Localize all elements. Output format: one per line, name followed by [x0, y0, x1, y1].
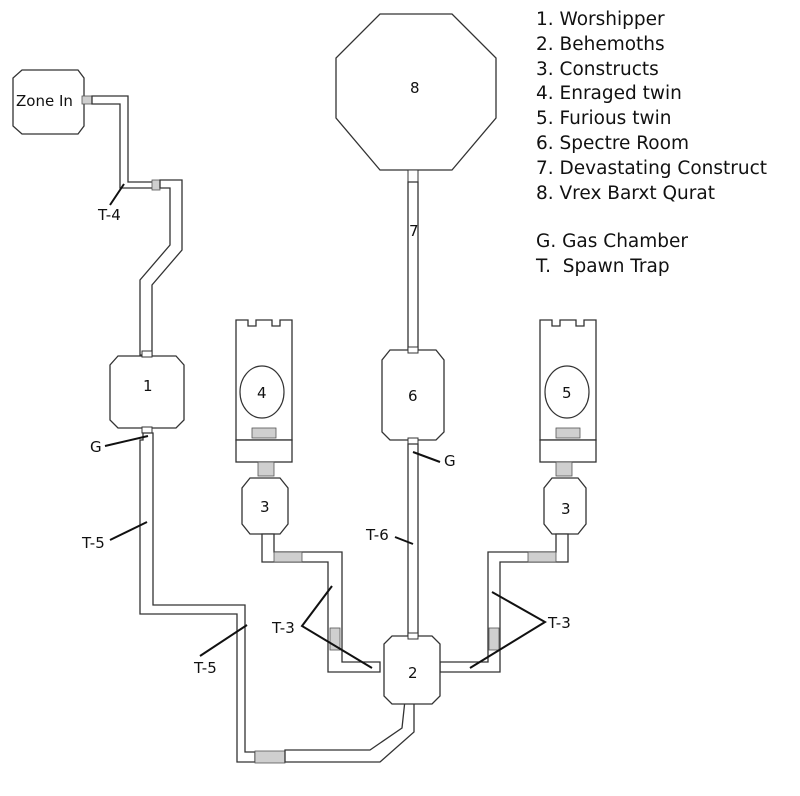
g2-label: G: [444, 452, 456, 470]
room-8-door-bottom: [407, 169, 419, 183]
right-3-hatch-b: [488, 627, 500, 651]
room-5-number: 5: [562, 384, 572, 402]
legend-key-item: G. Gas Chamber: [536, 231, 689, 253]
legend-item: 1. Worshipper: [536, 9, 665, 30]
t5-lower-label: T-5: [193, 659, 217, 677]
room-4-enraged-twin: [235, 319, 293, 477]
room-3-left-number: 3: [260, 498, 270, 516]
t3-left-label: T-3: [271, 619, 295, 637]
legend-item: 2. Behemoths: [536, 33, 665, 55]
room-1-number: 1: [143, 377, 153, 395]
room-3-right-number: 3: [561, 500, 571, 518]
map-legend: 1. Worshipper 2. Behemoths 3. Constructs…: [536, 8, 767, 280]
room-1-worshipper: [109, 355, 185, 429]
g1-label: G: [90, 438, 102, 456]
legend-key-item: T. Spawn Trap: [536, 256, 670, 278]
left-3-hatch-b: [329, 627, 341, 651]
room-4-number: 4: [257, 384, 267, 402]
t5-upper-label: T-5: [81, 534, 105, 552]
room-6-door-bottom: [407, 437, 419, 445]
lower-corridor-hatch: [254, 750, 286, 764]
legend-spacer: [536, 206, 767, 230]
corridor-6-to-2: [407, 443, 419, 637]
corridor-left-3-to-2: [261, 533, 381, 673]
room-1-door-top: [141, 350, 153, 358]
legend-item: 4. Enraged twin: [536, 83, 682, 105]
t4-label: T-4: [97, 206, 121, 224]
legend-item: 7. Devastating Construct: [536, 157, 768, 179]
left-3-hatch-a: [273, 551, 303, 563]
room-5-furious-twin: [539, 319, 597, 477]
room-2-door-top: [407, 632, 419, 640]
room-6-door-top: [407, 346, 419, 354]
corridor-lower-to-room2: [284, 699, 415, 763]
corridor-7-devastating-construct: [407, 181, 419, 351]
legend-item: 8. Vrex Barxt Qurat: [536, 182, 715, 204]
room-8-number: 8: [410, 79, 420, 97]
t4-leader: [109, 183, 125, 206]
legend-item: 3. Constructs: [536, 58, 659, 80]
zone-in-room: [12, 69, 85, 135]
corridor-t4-room1: [139, 179, 183, 356]
room-7-number: 7: [409, 222, 419, 240]
t5-lower-leader: [199, 624, 248, 657]
room-2-number: 2: [408, 664, 418, 682]
t3-right-leaders: [469, 591, 547, 669]
legend-item: 6. Spectre Room: [536, 132, 689, 154]
t5-upper-leader: [109, 521, 148, 541]
zone-in-label: Zone In: [16, 92, 73, 110]
t4-hatch: [151, 179, 161, 191]
room-6-spectre-room: [381, 349, 445, 441]
g2-leader: [412, 451, 441, 463]
zone-in-door: [81, 95, 93, 105]
room-8-vrex-barxt-qurat: [335, 13, 497, 171]
corridor-zone-in-t4: [91, 95, 154, 189]
g1-leader: [104, 435, 149, 447]
t6-label: T-6: [365, 526, 389, 544]
room-3-right: [543, 477, 587, 535]
right-3-hatch-a: [527, 551, 557, 563]
t3-left-leaders: [300, 585, 373, 669]
room-6-number: 6: [408, 387, 418, 405]
t3-right-label: T-3: [547, 614, 571, 632]
room-3-left: [241, 477, 289, 535]
t6-leader: [394, 536, 414, 545]
corridor-room1-south: [139, 432, 256, 763]
room-2-behemoths: [383, 635, 441, 705]
room-1-door-bottom: [141, 426, 153, 434]
legend-item: 5. Furious twin: [536, 108, 672, 130]
